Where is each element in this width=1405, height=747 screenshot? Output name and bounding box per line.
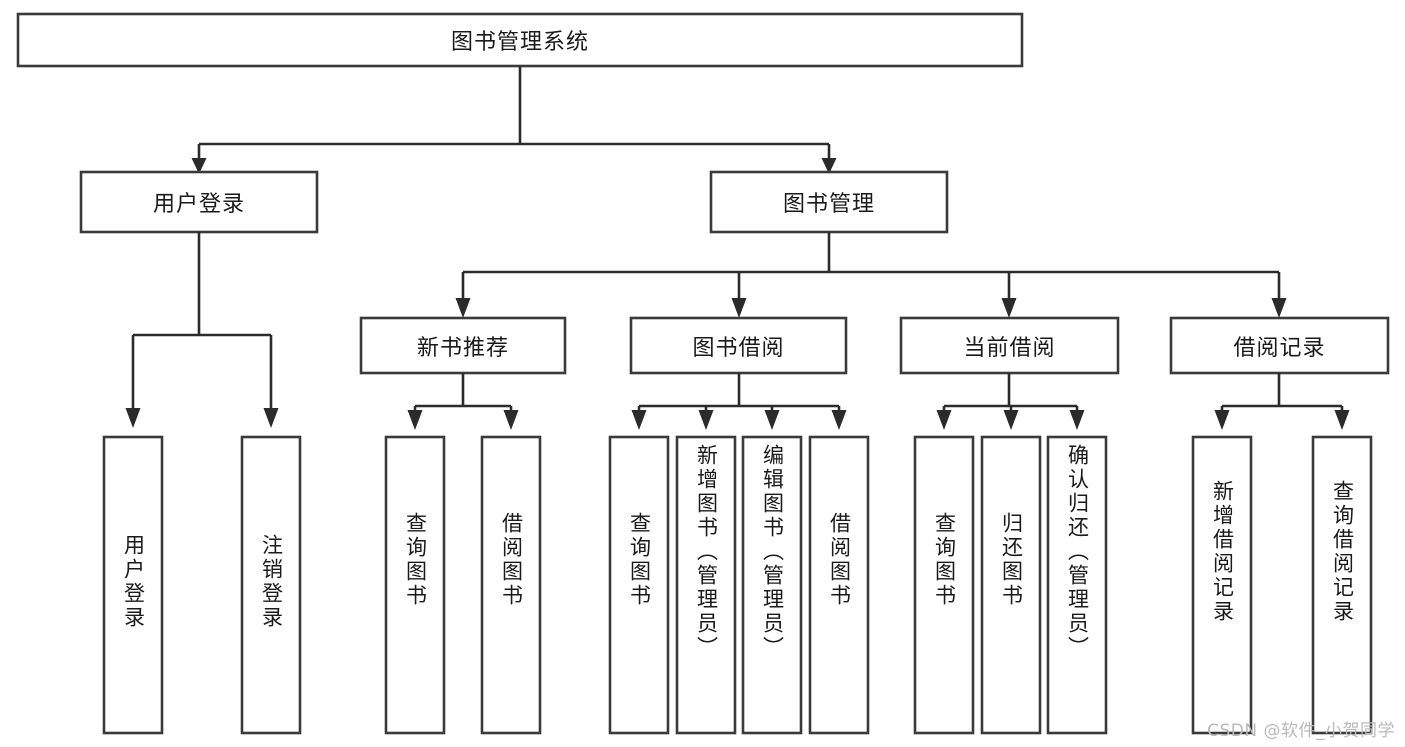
- leaf-box-user-login: [102, 435, 164, 735]
- leaf-box-br-add-record: [1191, 435, 1253, 735]
- arrowhead-bb-leaf-3: [764, 410, 780, 430]
- node-current-borrow-box: [899, 316, 1120, 375]
- node-book-manage-box: [709, 170, 949, 234]
- arrowhead-br-leaf-2: [1334, 410, 1350, 430]
- arrowhead-book-manage: [821, 158, 837, 174]
- arrowhead-leaf-user-login: [125, 408, 141, 428]
- node-new-book-rec-box: [359, 316, 567, 375]
- arrowhead-cb-leaf-3: [1069, 410, 1085, 430]
- arrowhead-book-borrow: [731, 298, 747, 318]
- leaf-box-bb-edit-book: [741, 435, 803, 735]
- leaf-box-cb-query-book: [913, 435, 975, 735]
- arrowhead-nbr-leaf-2: [503, 410, 519, 430]
- arrowhead-bb-leaf-4: [831, 410, 847, 430]
- arrowhead-bb-leaf-1: [631, 410, 647, 430]
- node-borrow-record-box: [1169, 316, 1390, 375]
- arrowhead-current-borrow: [1001, 298, 1017, 318]
- arrowhead-cb-leaf-1: [936, 410, 952, 430]
- leaf-box-logout: [240, 435, 302, 735]
- node-book-borrow-box: [629, 316, 848, 375]
- leaf-box-nbr-borrow-book: [480, 435, 542, 735]
- arrowhead-nbr-leaf-1: [407, 410, 423, 430]
- leaf-box-bb-add-book: [675, 435, 737, 735]
- arrowhead-cb-leaf-2: [1003, 410, 1019, 430]
- arrowhead-user-login: [191, 158, 207, 174]
- arrowhead-br-leaf-1: [1214, 410, 1230, 430]
- leaf-box-cb-return-book: [980, 435, 1042, 735]
- leaf-box-cb-confirm-return: [1046, 435, 1108, 735]
- leaf-box-nbr-query-book: [384, 435, 446, 735]
- leaf-box-br-query-record: [1311, 435, 1373, 735]
- watermark-text: CSDN @软件_小贺同学: [1207, 721, 1395, 741]
- arrowhead-new-book-rec: [455, 298, 471, 318]
- leaf-box-bb-borrow-book: [808, 435, 870, 735]
- leaf-box-bb-query-book: [608, 435, 670, 735]
- arrowhead-leaf-logout: [263, 408, 279, 428]
- arrowhead-bb-leaf-2: [698, 410, 714, 430]
- node-root-box: [16, 12, 1024, 68]
- node-user-login-box: [79, 170, 319, 234]
- arrowhead-borrow-record: [1271, 298, 1287, 318]
